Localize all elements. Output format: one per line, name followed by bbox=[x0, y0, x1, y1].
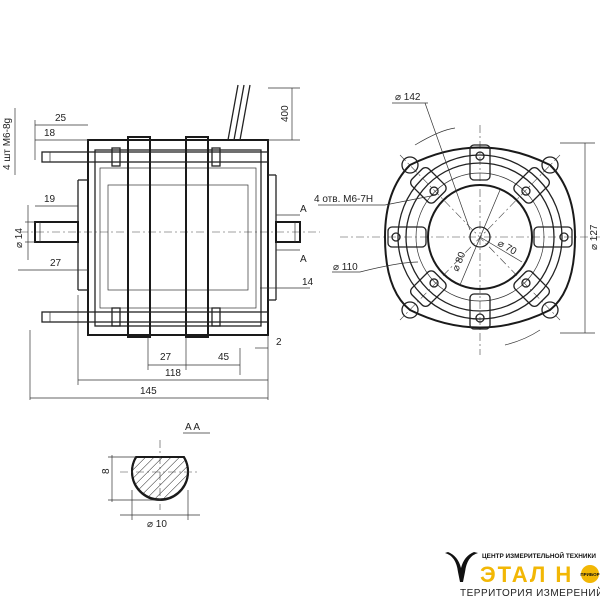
dim-diameter-70: ⌀ 70 bbox=[496, 238, 519, 258]
side-view: 4 шт М6-8g 25 18 400 19 ⌀ 14 27 A A 14 2… bbox=[2, 84, 320, 400]
section-title: A A bbox=[185, 422, 200, 433]
shaft-end bbox=[469, 226, 491, 248]
front-view: ⌀ 142 4 отв. М6-7Н ⌀ 110 ⌀ 80 ⌀ 70 ⌀ 127 bbox=[314, 92, 600, 355]
flange-outline bbox=[383, 146, 577, 329]
shaft-section bbox=[131, 456, 189, 501]
section-mark-bottom: A bbox=[300, 254, 307, 265]
motor-housing bbox=[87, 139, 269, 336]
bolt-spec-label: 4 шт М6-8g bbox=[2, 118, 13, 170]
dim-diameter-10: ⌀ 10 bbox=[147, 519, 167, 530]
logo-globe-icon bbox=[581, 565, 599, 583]
logo-top-text: ЦЕНТР ИЗМЕРИТЕЛЬНОЙ ТЕХНИКИ bbox=[482, 551, 596, 560]
clamp-band bbox=[185, 136, 209, 338]
dim-14: 14 bbox=[302, 277, 314, 288]
dim-27: 27 bbox=[160, 352, 172, 363]
dim-118: 118 bbox=[165, 368, 181, 379]
logo-brand: ЭТАЛ Н bbox=[480, 562, 573, 587]
dim-2: 2 bbox=[276, 337, 282, 348]
left-shaft bbox=[34, 221, 79, 243]
dim-diameter-14: ⌀ 14 bbox=[14, 228, 25, 248]
logo-tagline: ТЕРРИТОРИЯ ИЗМЕРЕНИЙ bbox=[460, 586, 600, 599]
dim-27-left: 27 bbox=[50, 258, 62, 269]
dim-400: 400 bbox=[280, 105, 291, 122]
dim-25: 25 bbox=[55, 113, 67, 124]
dim-diameter-142: ⌀ 142 bbox=[395, 92, 421, 103]
dim-diameter-80: ⌀ 80 bbox=[451, 250, 469, 273]
dim-19: 19 bbox=[44, 194, 56, 205]
holes-spec-label: 4 отв. М6-7Н bbox=[314, 194, 373, 205]
clamp-band bbox=[127, 136, 151, 338]
section-mark-top: A bbox=[300, 204, 307, 215]
lead-wires bbox=[227, 84, 251, 141]
dim-145: 145 bbox=[140, 386, 157, 397]
dim-8: 8 bbox=[101, 468, 112, 474]
dim-diameter-110: ⌀ 110 bbox=[333, 262, 358, 273]
dim-diameter-127: ⌀ 127 bbox=[589, 224, 600, 250]
right-shaft bbox=[275, 221, 301, 243]
etalon-logo: ЦЕНТР ИЗМЕРИТЕЛЬНОЙ ТЕХНИКИ ЭТАЛ Н ПРИБО… bbox=[445, 551, 600, 599]
logo-emblem-icon bbox=[445, 552, 478, 582]
dim-45: 45 bbox=[218, 352, 230, 363]
dim-18: 18 bbox=[44, 128, 56, 139]
logo-badge: ПРИБОР bbox=[580, 572, 599, 577]
section-a-a: A A 8 ⌀ 10 bbox=[101, 422, 210, 530]
